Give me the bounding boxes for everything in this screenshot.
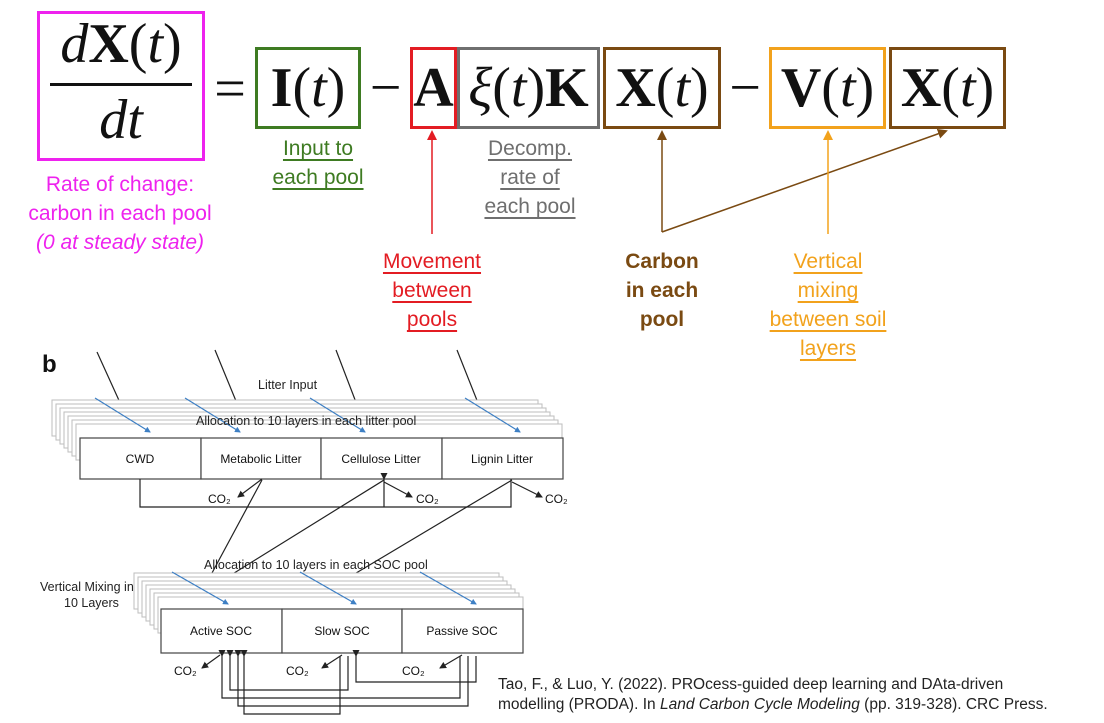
litter-pools-row xyxy=(79,437,564,480)
pool-slow-soc: Slow SOC xyxy=(314,624,370,638)
minus-sign-1: − xyxy=(369,57,402,119)
citation-line2: modelling (PRODA). In Land Carbon Cycle … xyxy=(498,695,1048,715)
vertical-label-line1: Vertical xyxy=(793,250,863,273)
a-term: A xyxy=(413,57,454,119)
decomp-label: Decomp. rate of each pool xyxy=(460,134,600,221)
equals-sign: = xyxy=(214,58,246,120)
litter-connections xyxy=(139,473,543,589)
citation: Tao, F., & Luo, Y. (2022). PROcess-guide… xyxy=(498,675,1048,715)
rate-label-line1: Rate of change: xyxy=(45,173,195,196)
input-label-line2: each pool xyxy=(272,166,364,189)
movement-label-line1: Movement xyxy=(382,250,482,273)
rate-label: Rate of change: carbon in each pool (0 a… xyxy=(0,170,240,257)
input-term: I(t) xyxy=(270,57,346,119)
vertical-label-line2: mixing xyxy=(797,279,859,302)
co2-litter-1: CO₂ xyxy=(208,492,231,506)
soc-connections xyxy=(201,650,477,715)
movement-label-line3: pools xyxy=(406,308,458,331)
litter-layer-blue-arrows xyxy=(94,397,521,433)
lhs-numerator: dX(t) xyxy=(60,13,182,75)
panel-letter: b xyxy=(42,351,57,378)
co2-soc-2: CO₂ xyxy=(286,664,309,678)
vertical-mixing-line2: 10 Layers xyxy=(64,596,119,610)
decomp-label-line1: Decomp. xyxy=(487,137,573,160)
soc-layer-blue-arrows xyxy=(171,571,477,605)
pool-cwd: CWD xyxy=(126,452,155,466)
decomp-box xyxy=(457,47,600,129)
carbon-arrow-2 xyxy=(661,128,948,233)
citation-line1: Tao, F., & Luo, Y. (2022). PROcess-guide… xyxy=(498,676,1004,693)
vertical-label-line4: layers xyxy=(799,337,857,360)
co2-soc-3: CO₂ xyxy=(402,664,425,678)
x-term-2: X(t) xyxy=(900,57,995,119)
fraction-bar xyxy=(50,83,192,86)
vertical-mixing-line1: Vertical Mixing in xyxy=(40,580,134,594)
alloc-soc-text: Allocation to 10 layers in each SOC pool xyxy=(204,558,428,572)
pool-lignin-litter: Lignin Litter xyxy=(471,452,533,466)
lhs-denominator: dt xyxy=(99,89,143,151)
co2-soc-1: CO₂ xyxy=(174,664,197,678)
carbon-box-2 xyxy=(889,47,1006,129)
rate-label-line2: carbon in each pool xyxy=(28,202,212,225)
carbon-label-line3: pool xyxy=(639,308,685,331)
rate-label-line3: (0 at steady state) xyxy=(35,231,205,254)
vertical-box xyxy=(769,47,886,129)
co2-litter-2: CO₂ xyxy=(416,492,439,506)
v-term: V(t) xyxy=(780,57,875,119)
soc-pools-row xyxy=(160,608,524,654)
vertical-label: Vertical mixing between soil layers xyxy=(748,247,908,363)
alloc-litter-text: Allocation to 10 layers in each litter p… xyxy=(196,414,416,428)
vertical-label-line3: between soil xyxy=(769,308,887,331)
citation-line2-pre: modelling (PRODA). In xyxy=(498,696,660,713)
litter-input-text: Litter Input xyxy=(258,378,318,392)
carbon-label-line1: Carbon xyxy=(625,250,699,273)
x-term: X(t) xyxy=(615,57,709,119)
carbon-label: Carbon in each pool xyxy=(592,247,732,334)
citation-book-title: Land Carbon Cycle Modeling xyxy=(659,696,860,713)
xi-term: ξ(t)K xyxy=(468,57,589,119)
movement-label-line2: between xyxy=(392,279,472,302)
pool-passive-soc: Passive SOC xyxy=(426,624,498,638)
co2-litter-3: CO₂ xyxy=(545,492,568,506)
pool-metabolic-litter: Metabolic Litter xyxy=(220,452,301,466)
pool-active-soc: Active SOC xyxy=(190,624,252,638)
movement-label: Movement between pools xyxy=(362,247,502,334)
citation-line2-post: (pp. 319-328). CRC Press. xyxy=(859,696,1048,713)
decomp-label-line3: each pool xyxy=(484,195,576,218)
input-label-line1: Input to xyxy=(282,137,354,160)
input-box xyxy=(255,47,361,129)
carbon-label-line2: in each xyxy=(625,279,699,302)
input-label: Input to each pool xyxy=(248,134,388,192)
decomp-label-line2: rate of xyxy=(500,166,560,189)
movement-box xyxy=(410,47,457,129)
rate-box xyxy=(37,11,205,161)
pool-cellulose-litter: Cellulose Litter xyxy=(341,452,420,466)
minus-sign-2: − xyxy=(729,57,761,119)
carbon-box xyxy=(603,47,721,129)
